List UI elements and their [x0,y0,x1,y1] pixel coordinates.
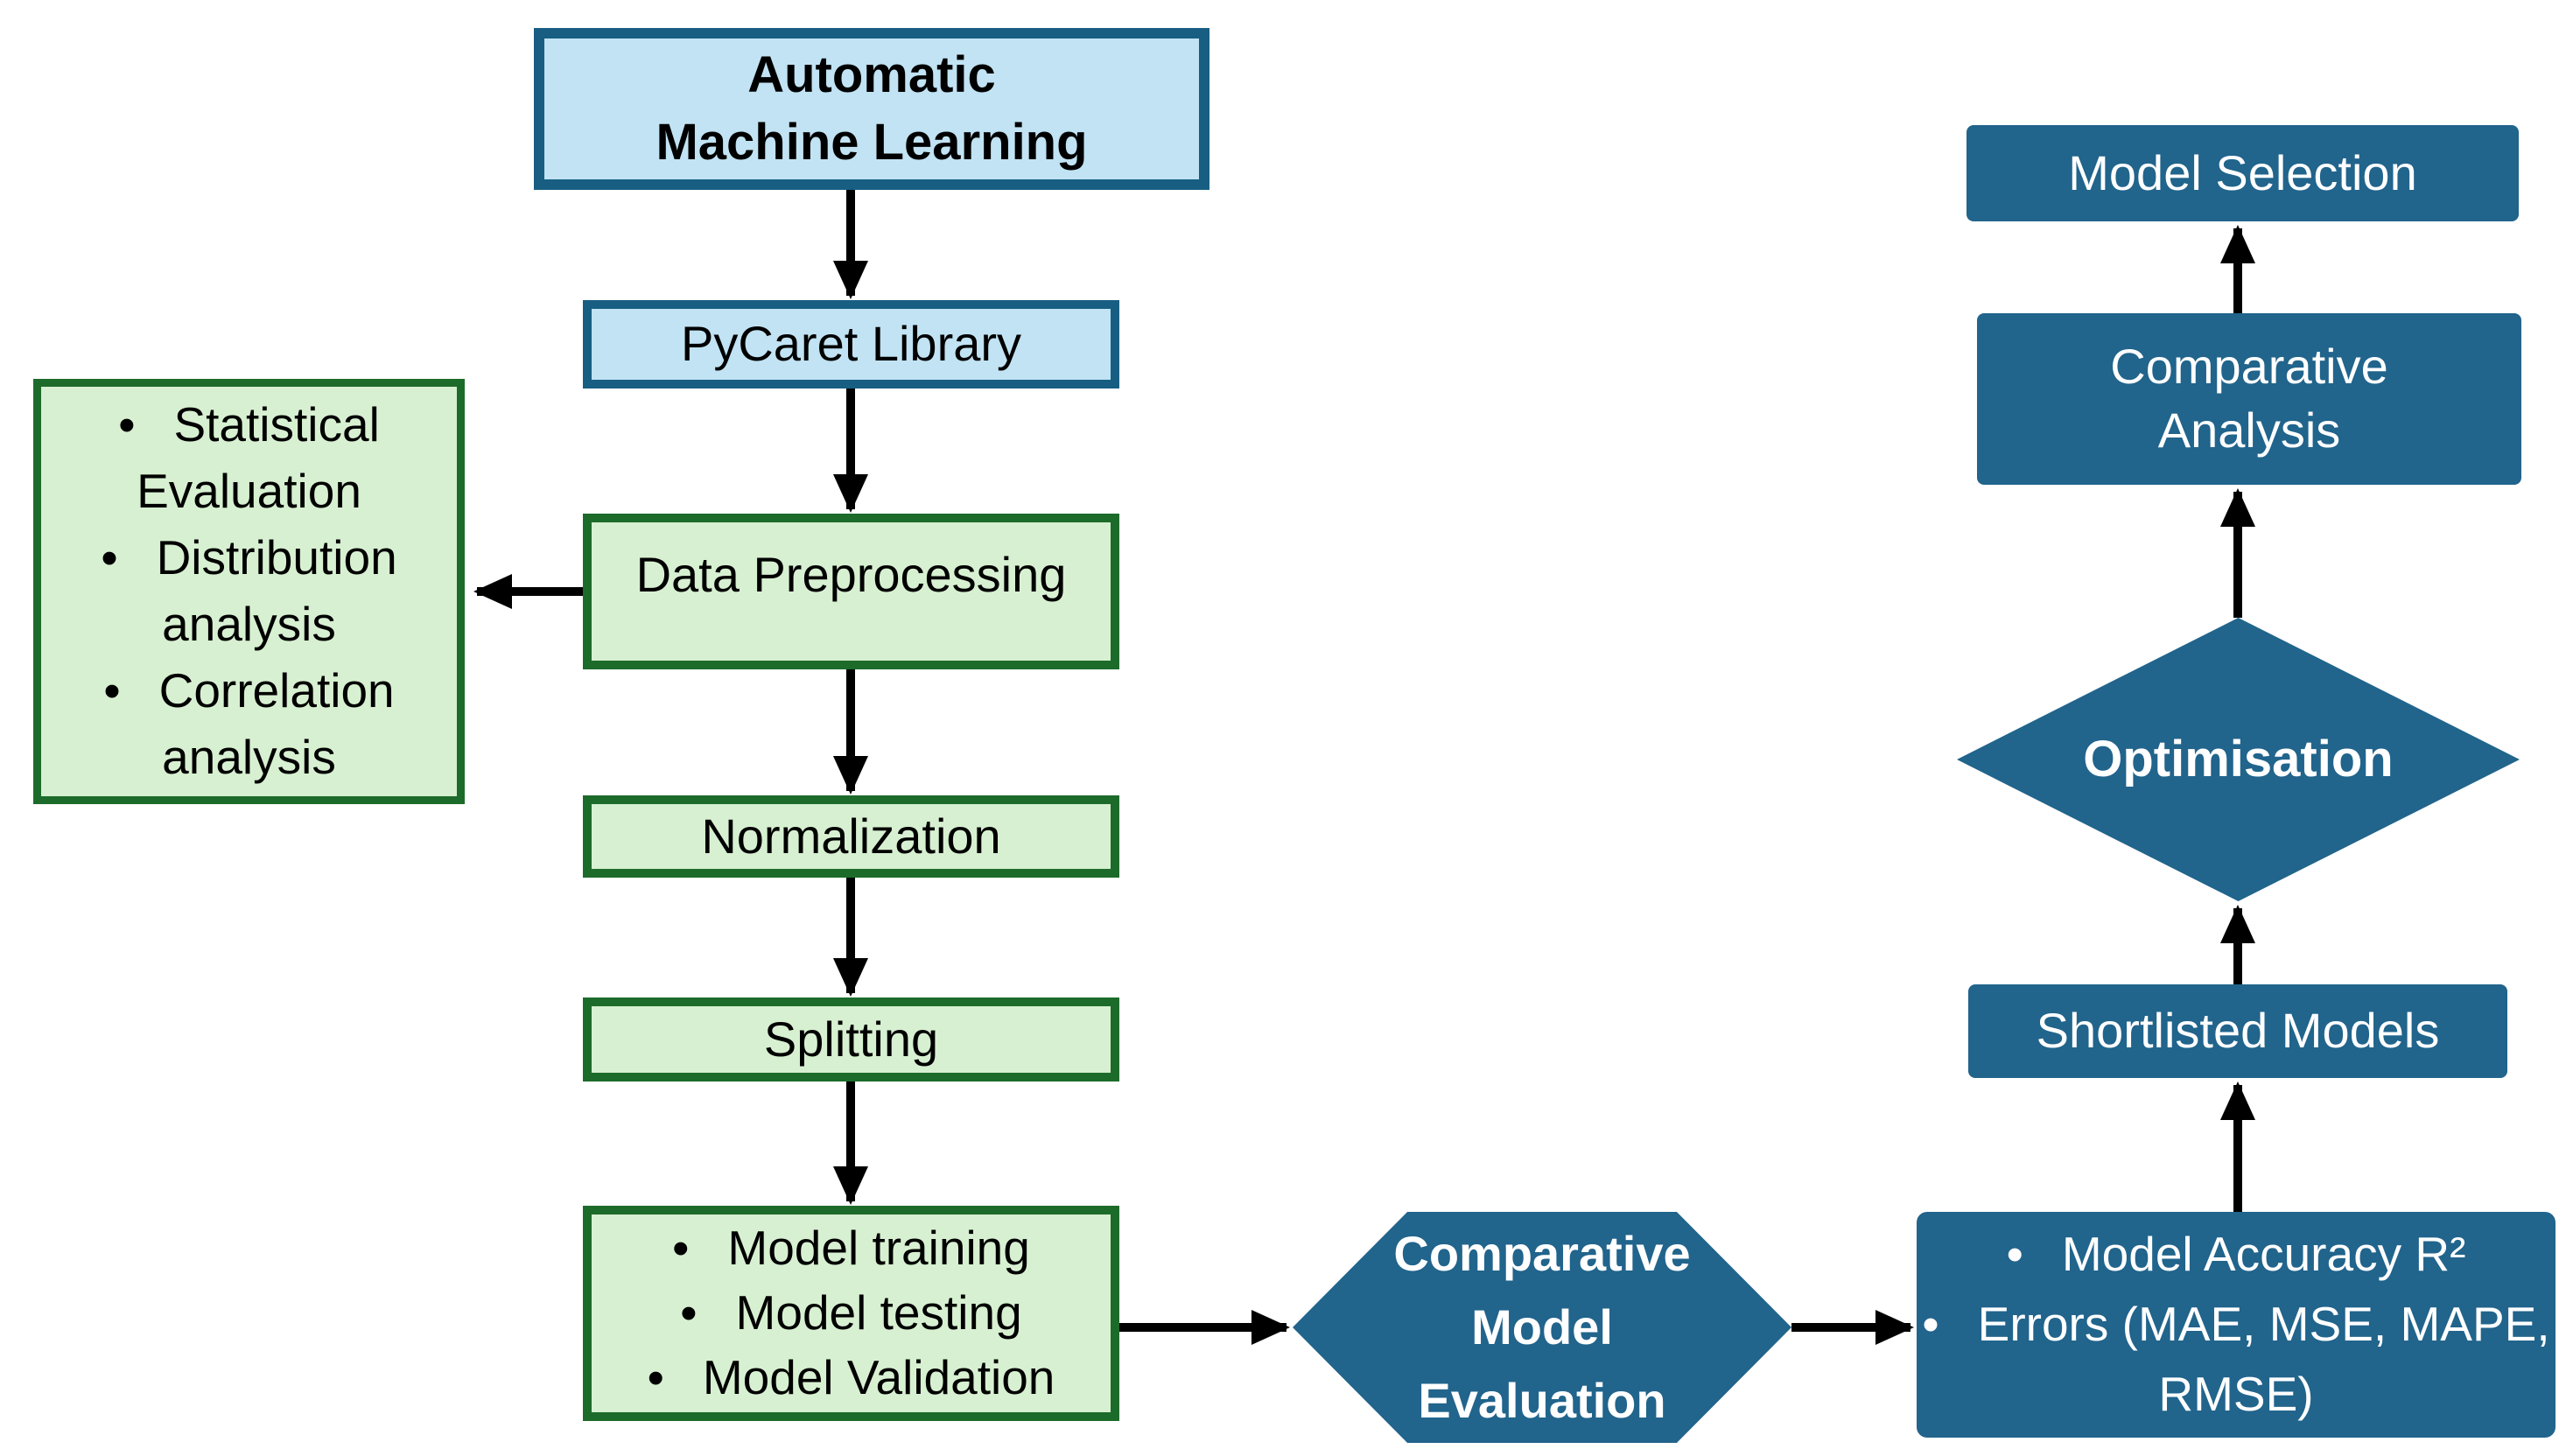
node-model-steps-list: Model training Model testing Model Valid… [583,1206,1119,1421]
evaluation-metrics-items: Model Accuracy R² Errors (MAE, MSE, MAPE… [1917,1220,2555,1429]
list-item: Model training [648,1216,1055,1281]
list-item: Distribution analysis [41,525,457,658]
list-item: Model Validation [648,1346,1055,1410]
node-comparative-model-evaluation: Comparative Model Evaluation [1293,1212,1791,1443]
list-item: Statistical Evaluation [41,392,457,525]
node-automatic-machine-learning: Automatic Machine Learning [534,28,1209,190]
node-shortlisted-models: Shortlisted Models [1968,984,2507,1078]
list-item: Model testing [648,1281,1055,1346]
model-steps-items: Model training Model testing Model Valid… [648,1216,1055,1410]
list-item: Model Accuracy R² [1917,1220,2555,1290]
node-normalization: Normalization [583,795,1119,878]
list-item: Correlation analysis [41,658,457,791]
node-comparative-analysis: Comparative Analysis [1977,313,2521,485]
list-item: Errors (MAE, MSE, MAPE, RMSE) [1917,1290,2555,1430]
preprocessing-analysis-items: Statistical Evaluation Distribution anal… [41,392,457,790]
node-evaluation-metrics-list: Model Accuracy R² Errors (MAE, MSE, MAPE… [1917,1212,2555,1438]
node-model-selection: Model Selection [1967,125,2519,221]
node-splitting: Splitting [583,998,1119,1082]
node-preprocessing-analysis-list: Statistical Evaluation Distribution anal… [33,379,465,804]
node-pycaret-library: PyCaret Library [583,300,1119,388]
node-data-preprocessing: Data Preprocessing [583,514,1119,669]
